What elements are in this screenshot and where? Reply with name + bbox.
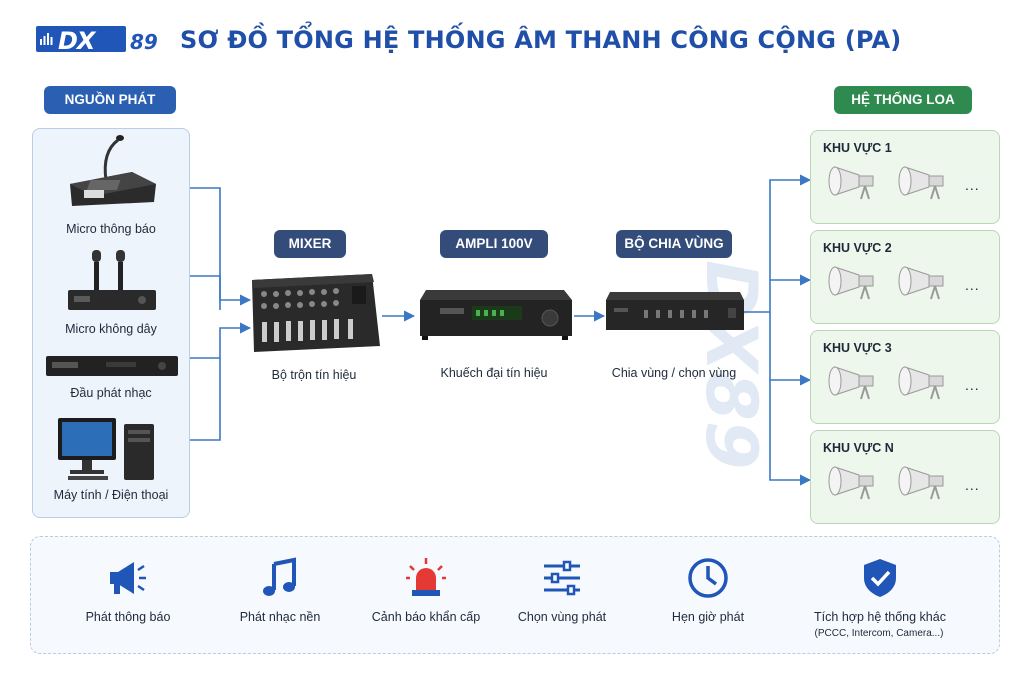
zone-card: KHU VỰC N ...	[810, 430, 1000, 524]
zone-selector-caption: Chia vùng / chọn vùng	[611, 366, 737, 380]
amplifier-caption: Khuếch đại tín hiệu	[440, 366, 548, 380]
sliders-icon	[544, 560, 580, 596]
feature-label: Cảnh báo khẩn cấp	[371, 610, 481, 624]
feature-label: Phát thông báo	[85, 610, 171, 624]
more-speakers-indicator: ...	[965, 177, 980, 193]
source-label: Micro không dây	[65, 322, 157, 336]
zone-card: KHU VỰC 2 ...	[810, 230, 1000, 324]
horn-speaker-icon	[828, 266, 874, 300]
zone-title: KHU VỰC 3	[823, 341, 892, 355]
music-player-icon	[46, 356, 178, 376]
sound-bars-icon	[40, 33, 53, 45]
source-label: Đầu phát nhạc	[70, 386, 152, 400]
zone-title: KHU VỰC 1	[823, 141, 892, 155]
feature-label: Hẹn giờ phát	[671, 610, 745, 624]
feature-label: Phát nhạc nền	[239, 610, 321, 624]
logo-number: 89	[130, 30, 158, 54]
horn-speaker-icon	[828, 366, 874, 400]
horn-speaker-icon	[828, 466, 874, 500]
speakers-heading: HỆ THỐNG LOA	[834, 86, 972, 114]
computer-icon	[58, 418, 154, 480]
horn-speaker-icon	[898, 266, 944, 300]
clock-icon	[688, 558, 728, 598]
horn-speaker-icon	[898, 466, 944, 500]
feature-label: Chọn vùng phát	[517, 610, 607, 624]
shield-check-icon	[864, 559, 896, 597]
more-speakers-indicator: ...	[965, 277, 980, 293]
zone-title: KHU VỰC N	[823, 441, 894, 455]
mixer-caption: Bộ trộn tín hiệu	[271, 368, 357, 382]
logo-text: DX	[58, 27, 95, 55]
alarm-siren-icon	[406, 558, 446, 596]
zone-card: KHU VỰC 3 ...	[810, 330, 1000, 424]
horn-speaker-icon	[898, 166, 944, 200]
zone-selector-icon	[606, 292, 744, 330]
horn-speaker-icon	[828, 166, 874, 200]
music-note-icon	[263, 557, 296, 596]
feature-label: Tích hợp hệ thống khác	[814, 610, 946, 624]
source-label: Máy tính / Điện thoại	[53, 488, 169, 502]
sources-heading: NGUỒN PHÁT	[44, 86, 176, 114]
amplifier-icon	[420, 290, 572, 340]
mixer-icon	[252, 274, 380, 352]
amplifier-heading: AMPLI 100V	[440, 230, 548, 258]
zone-title: KHU VỰC 2	[823, 241, 892, 255]
mixer-heading: MIXER	[274, 230, 346, 258]
megaphone-icon	[110, 562, 146, 594]
zone-selector-heading: BỘ CHIA VÙNG	[616, 230, 732, 258]
brand-logo: DX 89	[36, 26, 158, 55]
more-speakers-indicator: ...	[965, 377, 980, 393]
feature-sublabel: (PCCC, Intercom, Camera...)	[814, 628, 944, 639]
paging-microphone-icon	[70, 135, 156, 206]
feature-bar	[30, 536, 1000, 654]
zone-card: KHU VỰC 1 ...	[810, 130, 1000, 224]
wireless-microphone-icon	[68, 250, 156, 310]
page-title: SƠ ĐỒ TỔNG HỆ THỐNG ÂM THANH CÔNG CỘNG (…	[180, 26, 902, 54]
more-speakers-indicator: ...	[965, 477, 980, 493]
source-label: Micro thông báo	[66, 222, 156, 236]
horn-speaker-icon	[898, 366, 944, 400]
